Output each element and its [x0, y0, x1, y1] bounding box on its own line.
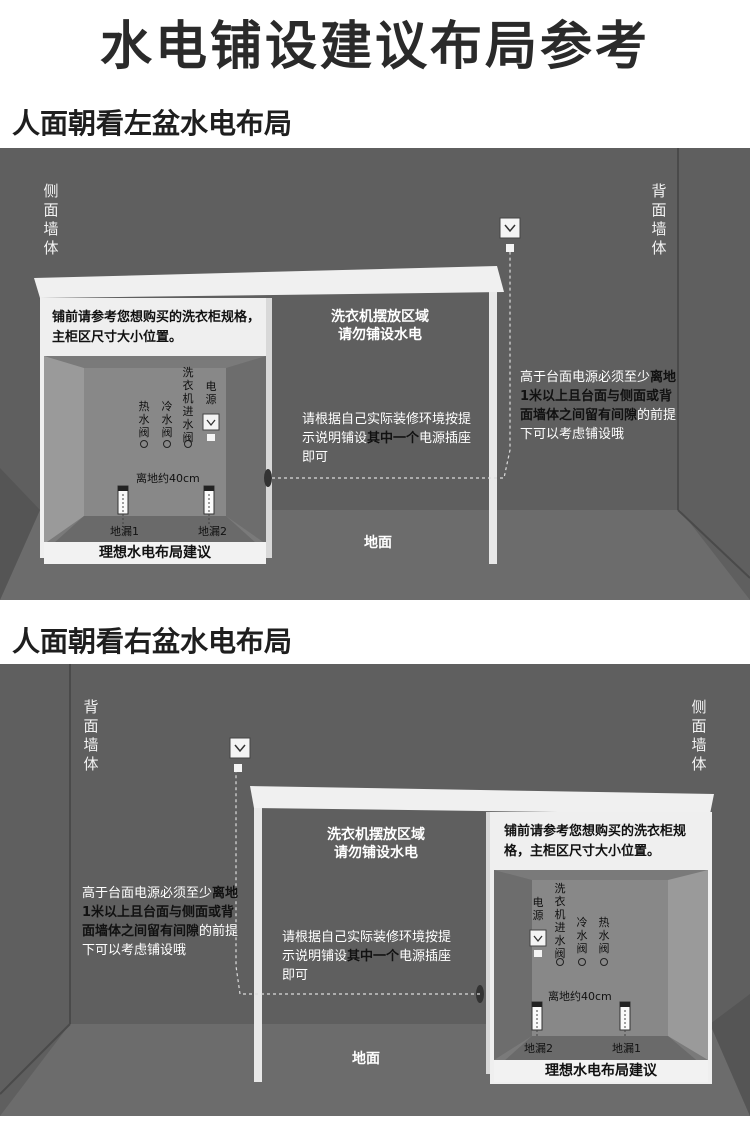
cabinet-note: 铺前请参考您想购买的洗衣柜规格，主柜区尺寸大小位置。 — [504, 824, 687, 859]
wall-outlet-icon — [229, 737, 251, 772]
valve-label: 冷水阀 — [576, 916, 588, 955]
valve-label: 热水阀 — [138, 400, 150, 439]
socket-tip: 请根据自己实际装修环境按提示说明铺设其中一个电源插座即可 — [282, 928, 454, 985]
wall-label-left: 背面墙体 — [83, 698, 99, 773]
drain-label: 地漏2 — [524, 1042, 553, 1055]
diagram-right-basin: 背面墙体 侧面墙体 铺前请参考您想购买的洗衣柜规格，主柜区尺寸大小位置。 洗衣机… — [0, 664, 750, 1116]
socket-tip-post: 电源插座即可 — [282, 949, 452, 983]
height-note: 离地约40cm — [136, 472, 200, 485]
cabinet-note: 铺前请参考您想购买的洗衣柜规格，主柜区尺寸大小位置。 — [52, 310, 261, 345]
socket-tip-post: 电源插座即可 — [302, 431, 472, 465]
valve-label: 热水阀 — [598, 916, 610, 955]
drain-label: 地漏2 — [198, 525, 227, 538]
power-tip-pre: 高于台面电源必须至少 — [520, 370, 651, 385]
height-note: 离地约40cm — [548, 990, 612, 1003]
cabinet-outlet-icon — [529, 929, 547, 957]
floor-label: 地面 — [352, 1051, 380, 1067]
power-tip-post: 的前提下可以考虑铺设哦 — [82, 924, 239, 958]
socket-tip-bold: 其中一个 — [367, 431, 420, 446]
valve-label: 冷水阀 — [161, 400, 173, 439]
washer-zone-note: 洗衣机摆放区域 请勿铺设水电 — [331, 309, 429, 343]
power-tip-post: 的前提下可以考虑铺设哦 — [520, 408, 677, 442]
socket-tip-pre: 请根据自己实际装修环境按提示说明铺设 — [282, 930, 452, 964]
floor-label: 地面 — [364, 535, 392, 551]
power-tip-bold: 离地1米以上且台面与侧面或背面墙体之间留有间隙 — [82, 886, 239, 939]
power-label: 电源 — [205, 380, 217, 406]
wall-label-right: 背面墙体 — [651, 182, 667, 257]
socket-tip-pre: 请根据自己实际装修环境按提示说明铺设 — [302, 412, 472, 446]
diagram-left-basin: 侧面墙体 背面墙体 铺前请参考您想购买的洗衣柜规格，主柜区尺寸大小位置。 洗衣机… — [0, 148, 750, 600]
socket-tip: 请根据自己实际装修环境按提示说明铺设其中一个电源插座即可 — [302, 410, 474, 467]
section-title-right-basin: 人面朝看右盆水电布局 — [12, 625, 293, 658]
room-illustration — [0, 664, 750, 1116]
wall-label-right: 侧面墙体 — [691, 698, 707, 773]
drain-label: 地漏1 — [110, 525, 139, 538]
power-tip-pre: 高于台面电源必须至少 — [82, 886, 213, 901]
power-tip-bold: 离地1米以上且台面与侧面或背面墙体之间留有间隙 — [520, 370, 677, 423]
section-title-left-basin: 人面朝看左盆水电布局 — [12, 107, 293, 140]
socket-tip-bold: 其中一个 — [347, 949, 400, 964]
cabinet-outlet-icon — [202, 413, 220, 441]
drain-label: 地漏1 — [612, 1042, 641, 1055]
power-tip: 高于台面电源必须至少离地1米以上且台面与侧面或背面墙体之间留有间隙的前提下可以考… — [82, 884, 242, 960]
valve-label: 洗衣机进水阀 — [554, 882, 566, 960]
ideal-layout-label: 理想水电布局建议 — [545, 1063, 657, 1079]
wall-label-left: 侧面墙体 — [43, 182, 59, 257]
valve-label: 洗衣机进水阀 — [182, 366, 194, 444]
room-illustration — [0, 148, 750, 600]
power-tip: 高于台面电源必须至少离地1米以上且台面与侧面或背面墙体之间留有间隙的前提下可以考… — [520, 368, 680, 444]
wall-outlet-icon — [499, 217, 521, 252]
ideal-layout-label: 理想水电布局建议 — [99, 545, 211, 561]
page-title: 水电铺设建议布局参考 — [99, 17, 650, 77]
power-label: 电源 — [532, 896, 544, 922]
washer-zone-note: 洗衣机摆放区域 请勿铺设水电 — [327, 827, 425, 861]
